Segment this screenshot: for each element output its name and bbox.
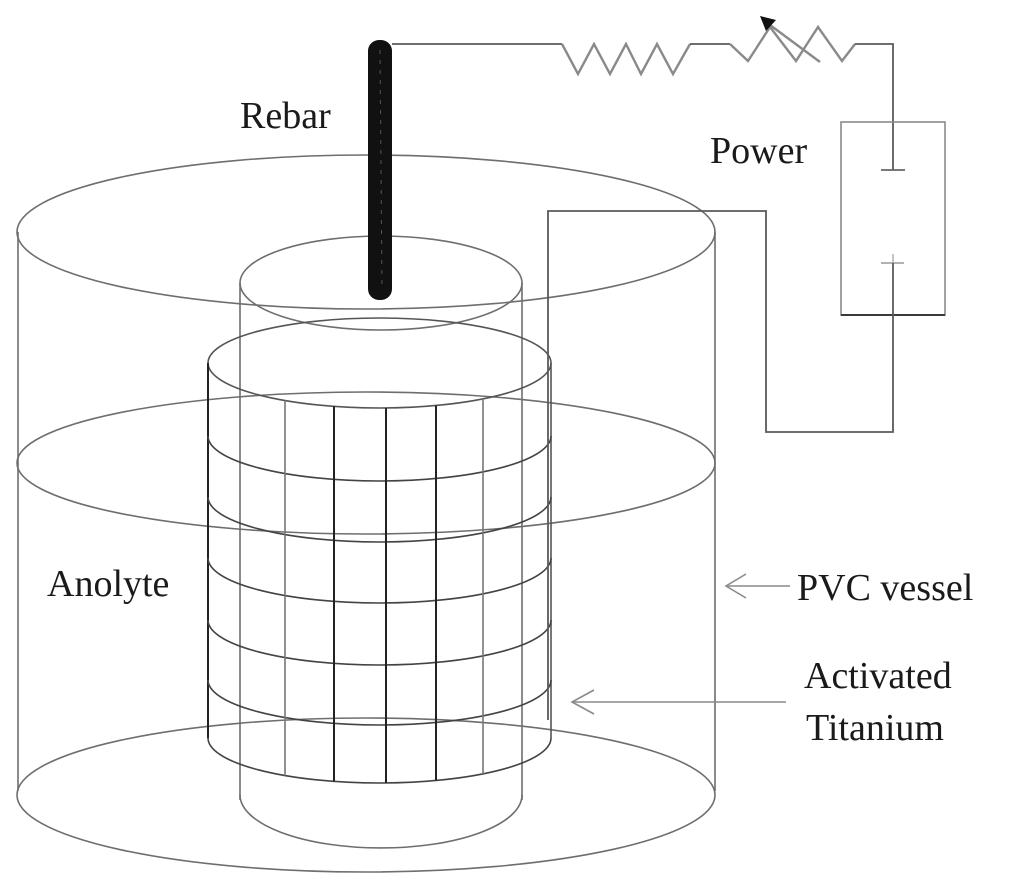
mesh-band [207, 619, 552, 666]
titanium-mesh [207, 317, 552, 784]
inner-cylinder-bottom [239, 794, 523, 849]
inner-cylinder [239, 235, 523, 849]
mesh-band [207, 435, 552, 482]
anolyte-label: Anolyte [47, 563, 169, 605]
pvc-vessel-top-rim [16, 154, 716, 310]
circuit [392, 16, 946, 720]
variable-resistor-arrowhead-icon [760, 16, 776, 31]
mesh-band [207, 496, 552, 543]
pvc-vessel-label: PVC vessel [797, 567, 973, 609]
power-label: Power [710, 130, 807, 172]
rebar-bar [368, 40, 392, 300]
activated-titanium-label-line2: Titanium [806, 707, 944, 749]
variable-resistor-arrow [769, 24, 821, 63]
rebar [368, 40, 392, 300]
mesh-band [207, 557, 552, 604]
wire-to-power-negative [855, 43, 894, 170]
anolyte-surface [16, 391, 716, 535]
wire-power-positive-to-titanium [547, 210, 894, 720]
pvc-vessel-arrowhead-icon [724, 573, 747, 599]
annotation-arrows [570, 573, 790, 715]
rebar-label: Rebar [240, 95, 331, 137]
pvc-vessel-bottom [16, 717, 716, 873]
resistor-icon [560, 41, 692, 77]
mesh-top-rim [207, 317, 552, 409]
mesh-band [207, 737, 552, 784]
variable-resistor-icon [729, 24, 856, 64]
pvc-vessel [16, 154, 716, 873]
mesh-band [207, 679, 552, 726]
rebar-highlight [379, 49, 383, 291]
activated-titanium-label-line1: Activated [804, 655, 952, 697]
titanium-arrowhead-icon [570, 689, 595, 715]
